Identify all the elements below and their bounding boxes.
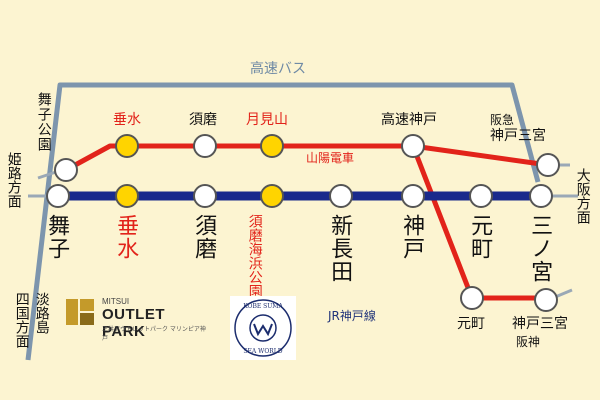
mitsui-outlet-park-logo: MITSUI OUTLET PARK 三井アウトレットパーク マリンピア神戸 xyxy=(66,295,211,342)
jr-line-label: JR神戸線 xyxy=(328,309,376,323)
station-sanyo-tsukimiyama xyxy=(260,134,284,158)
label-jr-maiko: 舞子 xyxy=(44,214,70,260)
station-sanyo-kosoku-kobe xyxy=(401,134,425,158)
label-sanyo-tarumi: 垂水 xyxy=(113,112,141,128)
station-sanyo-maiko-koen xyxy=(54,158,78,182)
highway-bus-line xyxy=(25,82,541,361)
direction-osaka: 大阪方面 xyxy=(574,168,591,224)
station-jr-kobe xyxy=(401,184,425,208)
kobe-suma-sea-world-logo: KOBE SUMA SEA WORLD xyxy=(230,296,296,360)
outlet-park-mark-icon xyxy=(66,299,96,325)
label-jr-kobe: 神戸 xyxy=(399,214,425,260)
station-jr-maiko xyxy=(46,184,70,208)
direction-awaji: 淡路島 xyxy=(33,292,50,334)
label-hankyu-company: 阪急 xyxy=(490,113,515,127)
label-jr-shin-nagata: 新長田 xyxy=(327,214,353,283)
label-jr-suma: 須磨 xyxy=(191,214,217,260)
station-hankyu-kobe-sannomiya xyxy=(536,153,560,177)
station-jr-suma xyxy=(193,184,217,208)
label-jr-motomachi: 元町 xyxy=(467,214,493,260)
sea-world-emblem-icon: KOBE SUMA SEA WORLD xyxy=(234,299,292,357)
direction-himeji: 姫路方面 xyxy=(5,152,22,208)
station-jr-suma-kaihin-koen xyxy=(260,184,284,208)
label-sanyo-suma: 須磨 xyxy=(189,112,217,128)
label-sanyo-tsukimiyama: 月見山 xyxy=(246,112,288,128)
label-hankyu-kobe-sannomiya: 神戸三宮 xyxy=(490,128,546,144)
label-hanshin-company: 阪神 xyxy=(516,335,541,349)
station-jr-motomachi xyxy=(469,184,493,208)
outlet-park-line1: MITSUI xyxy=(102,297,130,306)
hanshin-branch-line xyxy=(410,145,475,299)
station-hanshin-kobe-sannomiya xyxy=(534,288,558,312)
station-jr-sannomiya xyxy=(529,184,553,208)
label-jr-tarumi: 垂水 xyxy=(113,214,139,260)
label-jr-sannomiya: 三ノ宮 xyxy=(527,214,553,283)
svg-text:KOBE SUMA: KOBE SUMA xyxy=(243,303,283,310)
label-hanshin-kobe-sannomiya: 神戸三宮 xyxy=(512,316,568,332)
station-jr-tarumi xyxy=(115,184,139,208)
station-sanyo-suma xyxy=(193,134,217,158)
station-sanyo-tarumi xyxy=(115,134,139,158)
label-jr-suma-kaihin-koen: 須磨海浜公園 xyxy=(246,214,263,298)
outlet-park-line2: OUTLET PARK xyxy=(102,306,165,340)
direction-shikoku: 四国方面 xyxy=(13,292,30,348)
station-hanshin-motomachi xyxy=(460,286,484,310)
sanyo-line-label: 山陽電車 xyxy=(306,151,355,165)
outlet-park-line3: 三井アウトレットパーク マリンピア神戸 xyxy=(102,326,206,342)
label-hanshin-motomachi: 元町 xyxy=(457,316,485,332)
label-sanyo-kosoku-kobe: 高速神戸 xyxy=(381,112,437,128)
station-jr-shin-nagata xyxy=(329,184,353,208)
label-sanyo-maiko-koen: 舞子公園 xyxy=(35,92,52,152)
highway-bus-label: 高速バス xyxy=(250,61,306,77)
svg-text:SEA WORLD: SEA WORLD xyxy=(243,348,282,355)
